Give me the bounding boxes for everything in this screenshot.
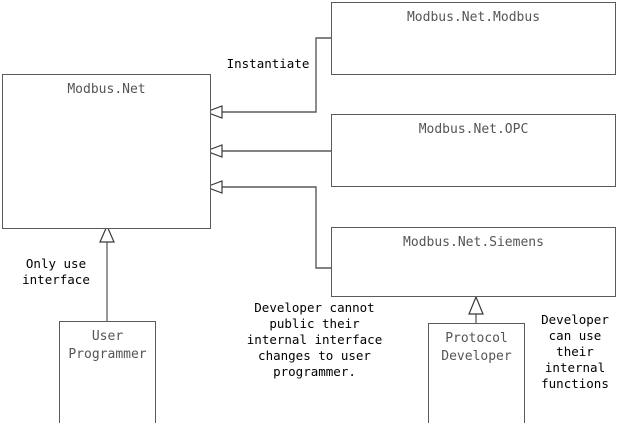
node-user-programmer[interactable]: User Programmer	[59, 321, 156, 423]
node-user-programmer-label: User Programmer	[68, 329, 147, 362]
annotation-developer-can-use: Developer can use their internal functio…	[541, 312, 609, 391]
connector-protocol-developer-to-siemens	[468, 295, 484, 323]
node-protocol-developer[interactable]: Protocol Developer	[428, 323, 525, 423]
node-modbus-net-opc-label: Modbus.Net.OPC	[418, 122, 529, 137]
connector-user-programmer-to-core	[99, 224, 115, 321]
node-modbus-net-modbus-label: Modbus.Net.Modbus	[406, 10, 541, 25]
connector-siemens-to-core	[204, 180, 331, 269]
node-modbus-net-siemens[interactable]: Modbus.Net.Siemens	[331, 227, 616, 297]
annotation-developer-cannot-public: Developer cannot public their internal i…	[246, 300, 383, 379]
connector-opc-to-core	[204, 144, 331, 158]
annotation-instantiate: Instantiate	[226, 56, 310, 71]
annotation-only-use-interface: Only use interface	[22, 256, 90, 287]
node-protocol-developer-label: Protocol Developer	[441, 331, 512, 364]
node-modbus-net-modbus[interactable]: Modbus.Net.Modbus	[331, 2, 616, 75]
node-modbus-net-siemens-label: Modbus.Net.Siemens	[403, 235, 544, 250]
node-modbus-net-label: Modbus.Net	[67, 82, 146, 97]
node-modbus-net[interactable]: Modbus.Net	[2, 74, 211, 229]
node-modbus-net-opc[interactable]: Modbus.Net.OPC	[331, 114, 616, 187]
connector-modbus-to-core	[204, 37, 331, 119]
